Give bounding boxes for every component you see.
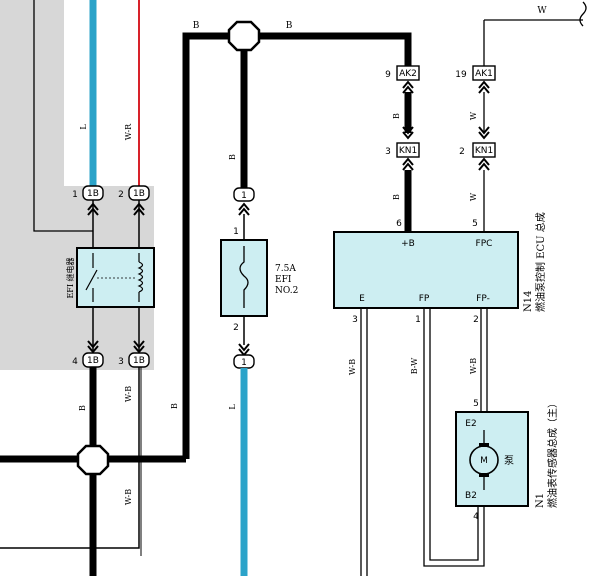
efi-relay-box	[76, 247, 155, 308]
wire-label-ecu-fpc-upper: W	[469, 111, 478, 120]
connector-kn1-left: KN1 3	[385, 142, 420, 158]
connector-ak2: AK2 9	[385, 65, 420, 81]
wire-label-ecu-e: W-B	[348, 359, 357, 375]
ecu-pin-e: 3	[352, 315, 358, 325]
relay-switch	[85, 269, 98, 291]
relay-connector-top-1: 1B 1	[72, 185, 104, 201]
main-feed-vertical	[182, 32, 412, 459]
wire-break-mark	[579, 1, 587, 27]
ecu-term-b: +B	[401, 239, 415, 249]
wire-label-ecu-b-lower: B	[392, 194, 401, 200]
ecu-pin-fpc: 5	[472, 219, 478, 229]
svg-text:1B: 1B	[87, 189, 99, 199]
svg-text:1: 1	[241, 358, 247, 368]
relay-coil	[137, 261, 144, 293]
wire-label-main-feed: B	[170, 403, 179, 409]
relay-terminal-marks	[87, 202, 145, 354]
wire-label-relay-bottom-left: B	[78, 405, 87, 411]
sender-pin-e2: 5	[473, 399, 479, 409]
svg-text:2: 2	[118, 190, 124, 200]
wire-label-bottom-wb: W-B	[124, 489, 133, 505]
svg-text:1: 1	[241, 191, 247, 201]
wire-label-ecu-fpc-lower: W	[469, 192, 478, 201]
svg-text:1B: 1B	[133, 356, 145, 366]
ecu-term-e: E	[359, 294, 365, 304]
svg-text:AK2: AK2	[399, 69, 417, 79]
svg-text:1B: 1B	[133, 189, 145, 199]
ecu-fp-wire	[423, 308, 485, 567]
wire-label-fuse-in: B	[228, 154, 237, 160]
fuse-sub: NO.2	[275, 286, 298, 296]
ecu-term-fpc: FPC	[476, 239, 493, 249]
sender-id: N1	[535, 493, 546, 508]
wire-label-top-bus-right: B	[286, 21, 293, 31]
ecu-name: 燃油泵控制 ECU 总成	[534, 212, 547, 312]
ecu-id: N14	[523, 291, 534, 312]
wire-label-ecu-fpm: W-B	[469, 358, 478, 374]
wire-label-relay-top-right: W-R	[124, 123, 133, 140]
svg-text:AK1: AK1	[475, 69, 493, 79]
fuse-pin-in: 1	[233, 227, 239, 237]
fuse-element	[239, 246, 249, 308]
wire-label-relay-top-left: L	[79, 124, 88, 130]
splice-bottom	[76, 444, 110, 476]
wire-label-ecu-fp: B-W	[410, 357, 419, 374]
ecu-pin-fpm: 2	[473, 315, 479, 325]
svg-text:KN1: KN1	[475, 146, 493, 156]
wire-label-ecu-b-upper: B	[392, 113, 401, 119]
pump-label: 泵	[504, 455, 514, 467]
ecu-pin-fp: 1	[415, 315, 421, 325]
fuse-connector-top: 1	[233, 187, 255, 202]
svg-text:3: 3	[118, 357, 124, 367]
svg-text:9: 9	[385, 70, 391, 80]
splice-top	[227, 20, 261, 52]
relay-connector-top-2: 1B 2	[118, 185, 150, 201]
connector-kn1-right: KN1 2	[459, 142, 496, 158]
fuel-pump-ecu-box	[333, 231, 519, 309]
relay-connector-bottom-3: 1B 3	[118, 352, 150, 368]
fuse-name: EFI	[275, 275, 292, 285]
wire-label-fuse-out: L	[228, 404, 237, 410]
wire-relay-coil-feed	[33, 0, 93, 232]
sender-term-e2: E2	[465, 419, 476, 429]
relay-connector-bottom-4: 1B 4	[72, 352, 104, 368]
fuse-pin-out: 2	[233, 323, 239, 333]
svg-text:2: 2	[459, 147, 465, 157]
ecu-term-fp: FP	[419, 294, 430, 304]
svg-text:4: 4	[72, 357, 78, 367]
wire-label-top-bus-left: B	[193, 21, 200, 31]
relay-out-wb	[0, 367, 140, 549]
wire-label-relay-bottom-right: W-B	[124, 386, 133, 402]
sender-name: 燃油表传感器总成（主）	[546, 398, 559, 508]
wire-label-top-right: W	[537, 6, 547, 16]
ecu-pin-b: 6	[396, 219, 402, 229]
connector-ak1: AK1 19	[455, 65, 496, 81]
svg-text:KN1: KN1	[399, 146, 417, 156]
sender-term-b2: B2	[465, 491, 477, 501]
relay-panel	[0, 0, 154, 370]
svg-text:3: 3	[385, 147, 391, 157]
svg-text:1: 1	[72, 190, 78, 200]
ecu-term-fpm: FP-	[476, 294, 490, 304]
relay-name: EFI 继电器	[65, 257, 75, 298]
fuse-connector-bottom: 1	[233, 354, 255, 369]
svg-text:19: 19	[455, 70, 467, 80]
sender-pin-b2: 4	[473, 512, 479, 522]
svg-text:1B: 1B	[87, 356, 99, 366]
motor-label: M	[480, 456, 488, 466]
fuse-rating: 7.5A	[275, 264, 296, 274]
